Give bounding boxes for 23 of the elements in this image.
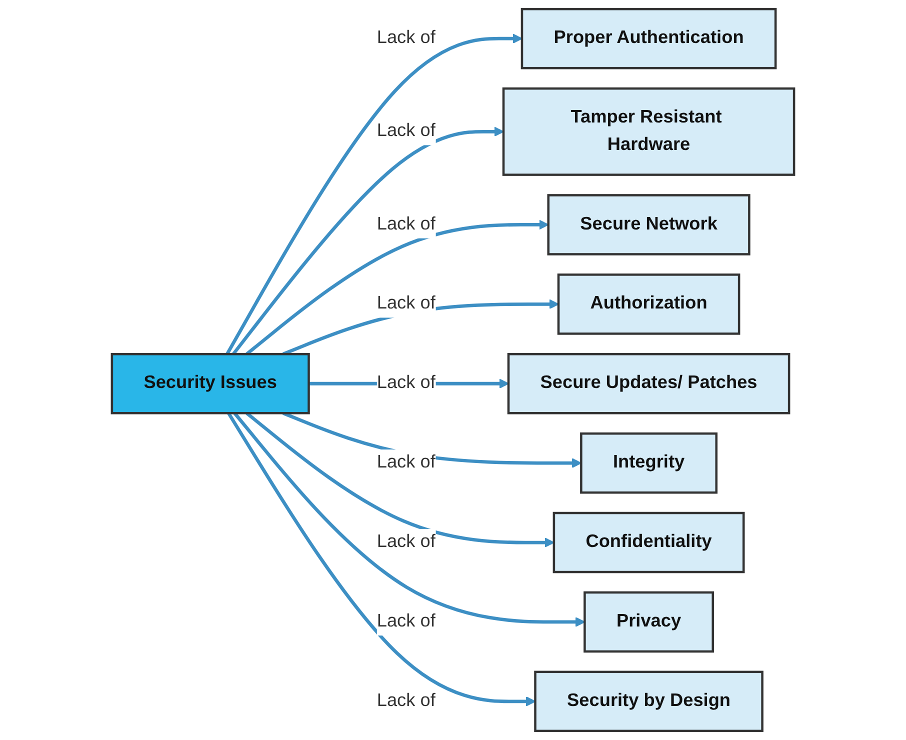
node-box: Proper Authentication <box>520 8 777 70</box>
node-box: Confidentiality <box>552 512 745 574</box>
edge-label: Lack of <box>376 121 436 141</box>
node-box: Security by Design <box>534 670 764 732</box>
edge-label: Lack of <box>376 452 436 472</box>
node-box: Integrity <box>580 432 718 494</box>
arrow <box>246 220 549 356</box>
node-box: Privacy <box>584 591 714 653</box>
edge-label: Lack of <box>376 28 436 48</box>
edge-label: Lack of <box>376 373 436 393</box>
arrow <box>227 412 536 706</box>
node-box: Security Issues <box>110 352 310 414</box>
node-box: Tamper Resistant Hardware <box>502 87 796 176</box>
edge-label: Lack of <box>376 294 436 314</box>
edge-label: Lack of <box>376 612 436 632</box>
edge-label: Lack of <box>376 532 436 552</box>
node-box: Secure Updates/ Patches <box>507 352 790 414</box>
edge-label: Lack of <box>376 214 436 234</box>
node-box: Authorization <box>557 274 740 335</box>
node-box: Secure Network <box>547 194 750 256</box>
arrow <box>232 126 504 356</box>
edge-label: Lack of <box>376 691 436 710</box>
arrow <box>226 34 522 355</box>
